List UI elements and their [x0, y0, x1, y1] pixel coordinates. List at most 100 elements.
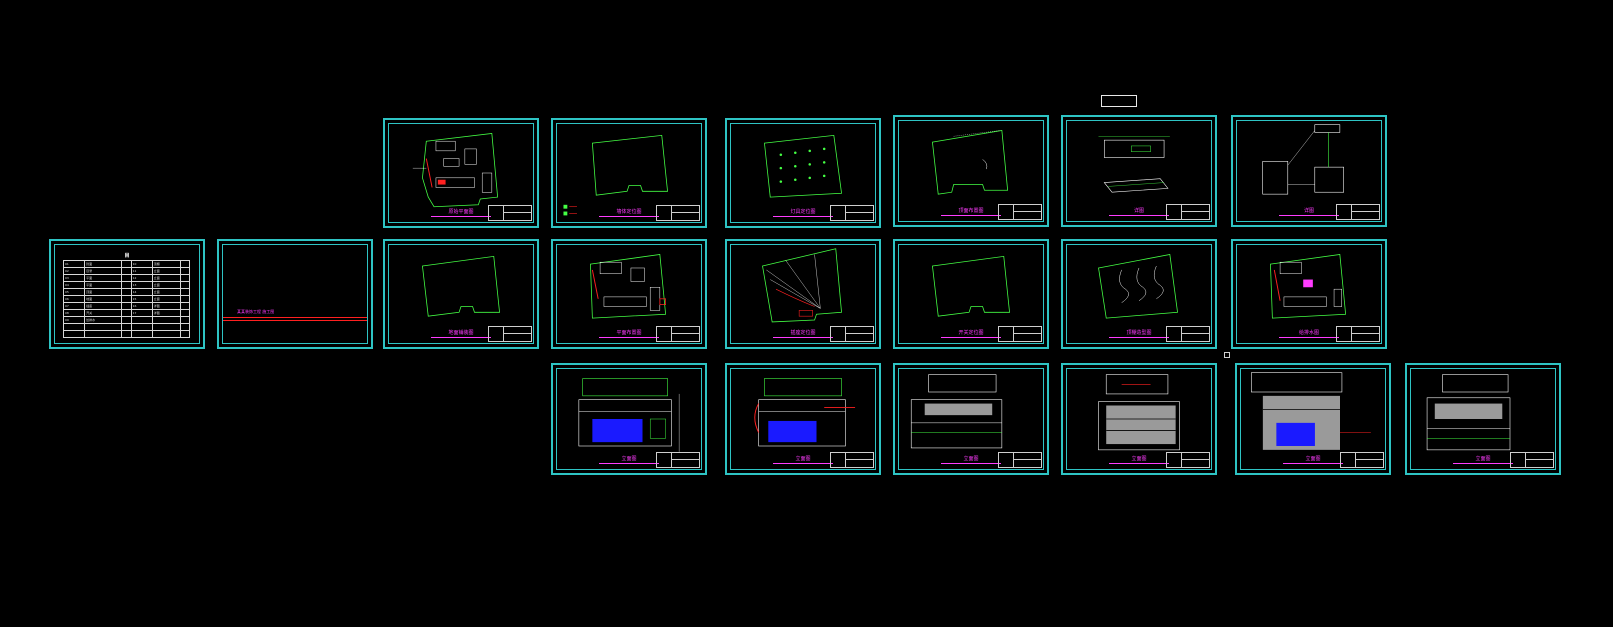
sheet-drawing-r1-4[interactable]: 顶面布置图	[893, 115, 1049, 227]
title-block	[1166, 452, 1210, 468]
lighting-drawing	[764, 134, 842, 198]
index-cell: 详图	[151, 309, 181, 317]
title-block	[998, 452, 1042, 468]
index-cell	[179, 330, 191, 338]
sheet-drawing-r2-1[interactable]: 地面铺装图	[383, 239, 539, 349]
ceiling-drawing	[932, 130, 1009, 195]
index-cell: 详图	[151, 302, 181, 310]
sheet-caption: 立面图	[1063, 455, 1215, 464]
cover-divider	[223, 320, 367, 321]
floor-tile-drawing	[422, 255, 500, 317]
sheet-drawing-r3-6[interactable]: 立面图	[1405, 363, 1561, 475]
title-block	[1336, 204, 1380, 220]
sheet-cover[interactable]: 某某装饰工程 施工图	[217, 239, 373, 349]
index-cell: 立面	[151, 281, 181, 289]
title-block	[830, 326, 874, 342]
index-cell	[130, 316, 153, 324]
index-cell: 16	[130, 302, 153, 310]
index-cell: 14	[130, 288, 153, 296]
sheet-drawing-r2-3[interactable]: 插座定位图	[725, 239, 881, 349]
sheet-drawing-r3-5[interactable]: 立面图	[1235, 363, 1391, 475]
index-cell	[179, 260, 191, 268]
ceiling-shape-drawing	[1098, 254, 1178, 319]
index-cell: 11	[130, 267, 153, 275]
sheet-caption: 插座定位图	[727, 329, 879, 338]
sheet-caption: 灯具定位图	[727, 208, 879, 217]
index-cell	[121, 281, 132, 289]
sheet-caption: 原始平面图	[385, 208, 537, 217]
title-block	[656, 452, 700, 468]
index-cell	[179, 288, 191, 296]
title-block	[656, 205, 700, 221]
viewport-label-box[interactable]	[1101, 95, 1137, 107]
title-block	[1510, 452, 1554, 468]
index-cell	[121, 267, 132, 275]
plumbing-plan-drawing	[1270, 254, 1347, 319]
sheet-drawing-r1-5[interactable]: 详图	[1061, 115, 1217, 227]
elevation-drawing	[1098, 374, 1180, 451]
title-block	[830, 452, 874, 468]
index-cell: 03	[62, 274, 86, 282]
index-cell: 顶棚	[151, 260, 181, 268]
sheet-drawing-r3-1[interactable]: 立面图	[551, 363, 707, 475]
index-cell	[121, 274, 132, 282]
index-cell: 12	[130, 274, 153, 282]
index-cell: 顶面	[84, 288, 123, 296]
floor-plan-drawing	[412, 133, 499, 208]
title-block	[1166, 326, 1210, 342]
sheet-drawing-r2-4[interactable]: 开关定位图	[893, 239, 1049, 349]
elevation-drawing	[910, 374, 1003, 449]
index-title: 目	[124, 253, 130, 259]
index-cell	[121, 330, 132, 338]
sheet-drawing-r2-5[interactable]: 顶棚造型图	[1061, 239, 1217, 349]
section-detail-drawing	[1262, 124, 1345, 195]
index-cell: 01	[62, 260, 86, 268]
index-cell: 立面	[151, 295, 181, 303]
sheet-drawing-r3-4[interactable]: 立面图	[1061, 363, 1217, 475]
index-cell	[130, 330, 153, 338]
sheet-drawing-r2-6[interactable]: 给排水图	[1231, 239, 1387, 349]
sheet-drawing-r3-3[interactable]: 立面图	[893, 363, 1049, 475]
index-cell: 平面	[84, 281, 123, 289]
sheet-caption: 给排水图	[1233, 329, 1385, 338]
index-cell: 10	[130, 260, 153, 268]
index-cell	[84, 330, 123, 338]
index-cell: 开关	[84, 309, 123, 317]
index-cell	[121, 288, 132, 296]
sheet-drawing-r1-3[interactable]: 灯具定位图	[725, 118, 881, 228]
sheet-drawing-r1-2[interactable]: 墙体定位图	[551, 118, 707, 228]
index-cell: 立面	[151, 288, 181, 296]
sheet-drawing-r1-1[interactable]: 原始平面图	[383, 118, 539, 228]
index-cell: 05	[62, 288, 86, 296]
index-cell	[179, 274, 191, 282]
elevation-drawing	[1250, 372, 1371, 450]
title-block	[830, 205, 874, 221]
index-cell	[130, 323, 153, 331]
sheet-drawing-r1-6[interactable]: 详图	[1231, 115, 1387, 227]
sheet-caption: 立面图	[1237, 455, 1389, 464]
sheet-drawing-r2-2[interactable]: 平面布置图	[551, 239, 707, 349]
index-cell: 08	[62, 309, 86, 317]
index-cell	[121, 302, 132, 310]
sheet-caption: 详图	[1233, 207, 1385, 216]
index-row	[62, 330, 191, 338]
index-cell: 02	[62, 267, 86, 275]
index-cell: 插座	[84, 302, 123, 310]
elevation-drawing	[754, 378, 856, 447]
index-row	[62, 323, 191, 331]
index-cell	[121, 323, 132, 331]
title-block	[488, 205, 532, 221]
index-cell	[179, 302, 191, 310]
index-cell: 平面	[84, 274, 123, 282]
index-cell: 目录	[84, 267, 123, 275]
index-cell: 立面	[151, 274, 181, 282]
elevation-drawing	[578, 378, 680, 452]
elevation-drawing	[1426, 374, 1511, 451]
index-cell	[179, 309, 191, 317]
sheet-drawing-r3-2[interactable]: 立面图	[725, 363, 881, 475]
